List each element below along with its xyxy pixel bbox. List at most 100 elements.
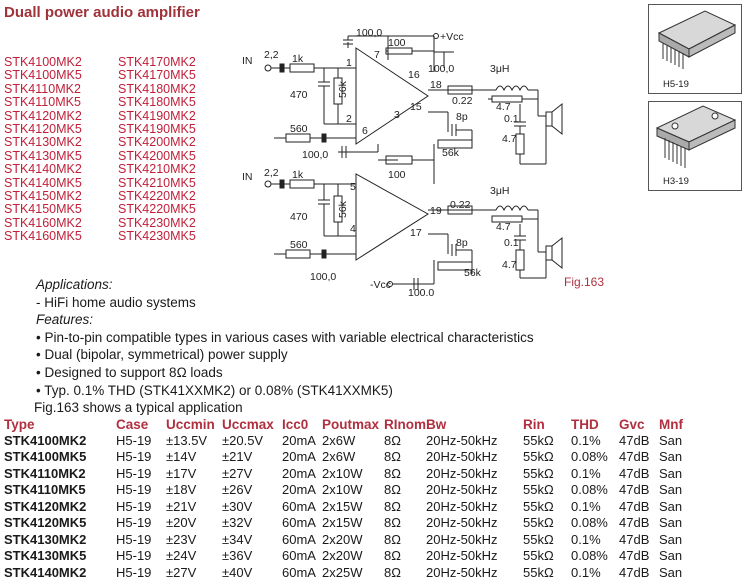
- label-c01-1: 0.1: [504, 113, 519, 125]
- table-cell: 2x6W: [322, 449, 356, 465]
- label-r56k-1: 56k: [337, 80, 349, 98]
- table-cell: STK4110MK2: [4, 465, 86, 481]
- col-thd: THD: [571, 416, 599, 432]
- col-type: Type: [4, 416, 35, 432]
- table-cell: San: [659, 432, 683, 448]
- input-cap-2: [279, 179, 285, 189]
- table-cell: STK4100MK5: [4, 449, 87, 465]
- table-cell: 47dB: [619, 465, 650, 481]
- table-cell: 2x25W: [322, 564, 363, 580]
- label-r1k-2: 1k: [292, 169, 304, 181]
- table-cell: San: [659, 449, 683, 465]
- label-r560-1: 560: [290, 123, 308, 135]
- feature-3: • Designed to support 8Ω loads: [36, 364, 223, 380]
- label-r56k-fb-2: 56k: [464, 267, 482, 279]
- label-l3uh-1: 3μH: [490, 63, 509, 75]
- table-cell: 55kΩ: [523, 465, 554, 481]
- resistor-560-2: [285, 249, 311, 259]
- table-cell: 8Ω: [384, 449, 401, 465]
- label-c100-1: 100,0: [302, 149, 328, 161]
- package-h5-19-illustration: [657, 10, 737, 69]
- model-item: STK4110MK2: [4, 81, 81, 96]
- table-cell: 20mA: [282, 432, 316, 448]
- model-item: STK4170MK2: [118, 55, 196, 69]
- vcc-neg-terminal: [387, 281, 393, 287]
- label-r22-2: 2,2: [264, 167, 279, 179]
- table-cell: 0.1%: [571, 465, 601, 481]
- table-cell: 60mA: [282, 531, 316, 547]
- resistor-47-4: [515, 249, 525, 271]
- table-cell: 20Hz-50kHz: [426, 498, 498, 514]
- resistor-47-2: [515, 133, 525, 155]
- model-item: STK4170MK5: [118, 68, 196, 83]
- label-pin19: 19: [430, 205, 442, 217]
- label-r47-1: 4.7: [496, 101, 511, 113]
- label-r47-3: 4.7: [496, 221, 511, 233]
- amplifier-2: [355, 173, 429, 261]
- table-cell: ±23V: [166, 531, 197, 547]
- col-icc0: Icc0: [282, 416, 309, 432]
- table-cell: ±13.5V: [166, 432, 208, 448]
- input-cap-1: [279, 63, 285, 73]
- package-h5-19: H5-19: [648, 4, 742, 94]
- label-r470-1: 470: [290, 89, 308, 101]
- table-cell: 2x10W: [322, 482, 363, 498]
- label-pin1: 1: [346, 57, 352, 69]
- table-cell: San: [659, 482, 683, 498]
- table-cell: 55kΩ: [523, 548, 554, 564]
- speaker-cone-2: [551, 236, 563, 270]
- table-cell: STK4120MK2: [4, 498, 87, 514]
- amplifier-1: [355, 47, 429, 145]
- label-pin7: 7: [374, 49, 380, 61]
- model-item: STK4160MK5: [4, 229, 82, 244]
- inductor-3uH-1: [495, 85, 529, 92]
- table-cell: H5-19: [116, 498, 152, 514]
- table-cell: 2x20W: [322, 531, 363, 547]
- resistor-1k-2: [289, 179, 315, 189]
- table-cell: 55kΩ: [523, 432, 554, 448]
- label-r560-2: 560: [290, 239, 308, 251]
- vcc-terminal: [433, 33, 439, 39]
- table-cell: 20Hz-50kHz: [426, 548, 498, 564]
- table-cell: 2x6W: [322, 432, 356, 448]
- table-cell: 0.08%: [571, 449, 608, 465]
- label-pin17: 17: [410, 227, 422, 239]
- package-label-1: H5-19: [663, 79, 689, 90]
- table-cell: San: [659, 465, 683, 481]
- table-cell: 20Hz-50kHz: [426, 432, 498, 448]
- table-cell: 20Hz-50kHz: [426, 449, 498, 465]
- feature-2: • Dual (bipolar, symmetrical) power supp…: [36, 347, 288, 363]
- table-cell: 0.08%: [571, 482, 608, 498]
- label-vcc-neg: -Vcc: [370, 279, 391, 291]
- model-item: STK4200MK2: [118, 135, 196, 150]
- cap-100-2: [321, 249, 327, 259]
- table-cell: 60mA: [282, 498, 316, 514]
- page-title: Duall power audio amplifier: [4, 4, 200, 21]
- table-cell: STK4130MK2: [4, 531, 87, 547]
- table-cell: 0.1%: [571, 498, 601, 514]
- label-pin16: 16: [408, 69, 420, 81]
- table-cell: 47dB: [619, 449, 650, 465]
- model-item: STK4150MK5: [4, 202, 82, 217]
- table-cell: 20Hz-50kHz: [426, 531, 498, 547]
- table-cell: 60mA: [282, 564, 316, 580]
- model-item: STK4150MK2: [4, 189, 82, 204]
- table-cell: 55kΩ: [523, 449, 554, 465]
- table-cell: 8Ω: [384, 564, 401, 580]
- table-cell: ±21V: [222, 449, 253, 465]
- table-cell: 8Ω: [384, 482, 401, 498]
- table-cell: 20Hz-50kHz: [426, 465, 498, 481]
- table-cell: 0.1%: [571, 531, 601, 547]
- table-cell: 20Hz-50kHz: [426, 482, 498, 498]
- table-cell: ±18V: [166, 482, 197, 498]
- applications-label: Applications:: [36, 277, 113, 292]
- table-cell: 0.08%: [571, 548, 608, 564]
- table-cell: 47dB: [619, 482, 650, 498]
- model-item: STK4140MK5: [4, 175, 82, 190]
- table-cell: San: [659, 548, 683, 564]
- table-cell: 55kΩ: [523, 498, 554, 514]
